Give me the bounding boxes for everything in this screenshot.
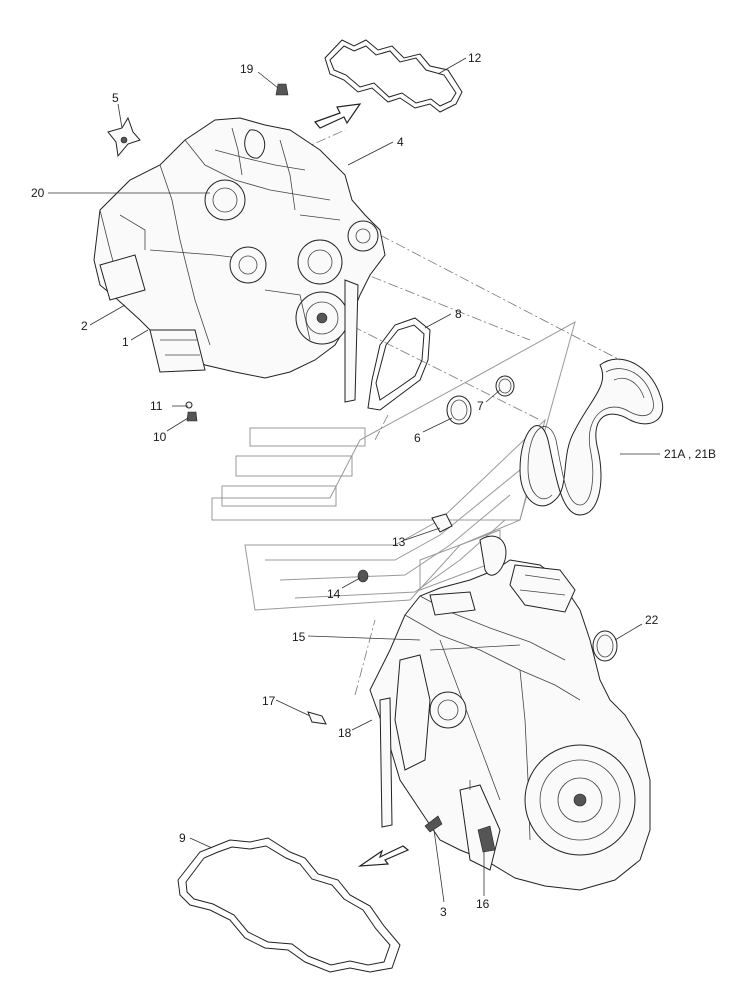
lower-engine-assembly [369,535,651,891]
callout-20: 20 [31,186,45,200]
callout-12: 12 [468,51,482,65]
callout-labels: 19 12 5 4 20 8 2 1 7 11 6 10 21A , 21B 1… [31,51,716,919]
callout-4: 4 [397,135,404,149]
callout-13: 13 [392,535,406,549]
callout-21: 21A , 21B [664,447,716,461]
callout-2: 2 [81,319,88,333]
callout-8: 8 [455,307,462,321]
callout-6: 6 [414,431,421,445]
upper-small-parts [107,83,289,422]
seal-rings [446,375,515,425]
callout-14: 14 [327,587,341,601]
callout-7: 7 [477,399,484,413]
serpentine-belt [519,358,664,516]
callout-18: 18 [338,726,352,740]
callout-11: 11 [150,399,163,413]
upper-engine-assembly [93,117,386,403]
explode-arrow-up [313,103,362,129]
callout-9: 9 [179,831,186,845]
rocker-cover-gasket [324,39,463,113]
callout-15: 15 [292,630,306,644]
callout-10: 10 [153,430,167,444]
oil-pan-gasket [177,837,401,973]
explode-arrow-down [357,845,410,867]
callout-3: 3 [440,905,447,919]
callout-17: 17 [262,694,276,708]
callout-22: 22 [645,613,659,627]
lower-small-parts [307,513,618,853]
callout-16: 16 [476,897,490,911]
leader-lines [48,57,660,903]
watermark-logo [211,320,576,611]
callout-5: 5 [112,91,119,105]
callout-19: 19 [240,62,254,76]
front-cover-gasket [367,317,431,411]
callout-1: 1 [122,335,129,349]
